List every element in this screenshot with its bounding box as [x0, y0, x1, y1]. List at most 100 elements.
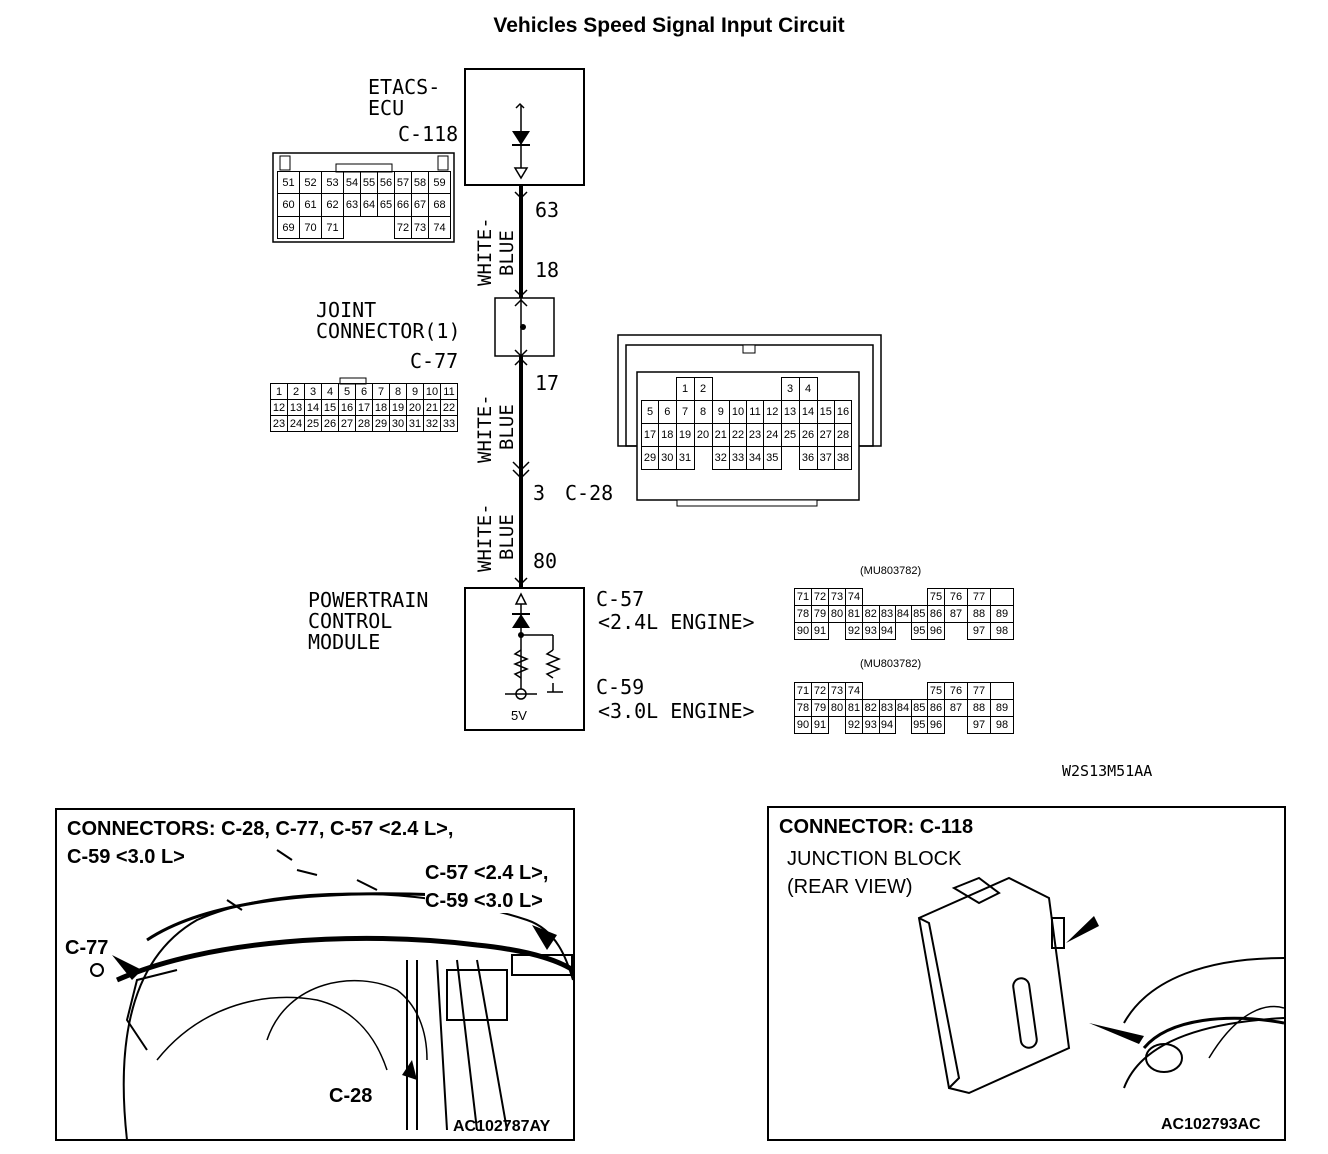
connector-pin: 35: [763, 445, 782, 470]
connector-pin: 93: [862, 716, 880, 734]
connector-pin: 52: [299, 171, 322, 194]
connector-pin: 12: [763, 399, 782, 424]
left-panel-c57-label: C-57 <2.4 L>,: [425, 862, 549, 885]
connector-pin: 74: [845, 682, 863, 700]
connector-blank-cell: [378, 217, 395, 239]
connector-blank-cell: [945, 717, 968, 734]
wire-color-2a: WHITE-: [474, 394, 496, 463]
connector-pin: 16: [338, 399, 356, 416]
connector-pin: 72: [811, 682, 829, 700]
connector-blank-cell: [694, 446, 712, 469]
connector-pin: 80: [828, 699, 846, 717]
connector-pin: 78: [794, 605, 812, 623]
connector-pin: 85: [910, 605, 928, 623]
connector-blank-cell: [659, 378, 677, 401]
connector-pin: 62: [321, 193, 344, 217]
connector-blank-cell: [895, 717, 911, 734]
wire-color-1a: WHITE-: [474, 217, 496, 286]
connector-pin: 18: [372, 399, 390, 416]
connector-pin: 94: [878, 622, 896, 640]
connector-pin: 29: [372, 415, 390, 432]
connector-blank-cell: [863, 683, 880, 700]
connector-pin: 1: [675, 377, 695, 401]
connector-pin: 97: [967, 622, 991, 640]
connector-pin: 73: [828, 682, 846, 700]
connector-pin: 90: [794, 716, 812, 734]
connector-pin: 87: [944, 699, 968, 717]
connector-pin: 24: [287, 415, 305, 432]
left-panel-c59-label: C-59 <3.0 L>: [425, 890, 543, 913]
right-panel-code: AC102793AC: [1161, 1116, 1261, 1133]
connector-pin: [990, 588, 1014, 606]
joint-label-1: JOINT: [316, 298, 377, 322]
connector-pin: 84: [894, 699, 912, 717]
connector-pin: 91: [811, 716, 829, 734]
etacs-connector-label: C-118: [398, 122, 459, 146]
c59-label: C-59: [596, 675, 645, 699]
connector-pin: 24: [763, 422, 782, 447]
connector-pin: 56: [377, 171, 395, 194]
connector-blank-cell: [879, 683, 895, 700]
connector-pin: 18: [658, 422, 677, 447]
left-panel-code: AC102787AY: [453, 1118, 551, 1135]
connector-pin: 84: [894, 605, 912, 623]
joint-connector-label: C-77: [410, 349, 459, 373]
connector-location-panel-right: CONNECTOR: C-118 JUNCTION BLOCK (REAR VI…: [767, 806, 1286, 1141]
connector-pin: 1: [270, 383, 288, 400]
left-panel-title-2: C-59 <3.0 L>: [67, 846, 185, 868]
connector-pin: 20: [406, 399, 424, 416]
connector-blank-cell: [730, 378, 747, 401]
connector-pin: 10: [729, 399, 747, 424]
connector-pin: 79: [811, 699, 829, 717]
connector-pin: 82: [862, 605, 880, 623]
connector-pin: 66: [394, 193, 412, 217]
connector-pin: 67: [411, 193, 429, 217]
pin-80: 80: [533, 549, 558, 573]
connector-pin: 78: [794, 699, 812, 717]
connector-pin: 3: [780, 377, 800, 401]
connector-pin: 86: [927, 605, 945, 623]
connector-pin: 80: [828, 605, 846, 623]
connector-pin: 14: [798, 399, 818, 424]
c59-engine: <3.0L ENGINE>: [598, 699, 755, 723]
connector-pin: 95: [910, 622, 928, 640]
connector-pin: 22: [729, 422, 747, 447]
connector-pin: 81: [845, 605, 863, 623]
connector-pin: 68: [428, 193, 451, 217]
connector-pin: 36: [798, 445, 818, 470]
right-panel-title: CONNECTOR: C-118: [779, 816, 974, 838]
connector-pin: 72: [394, 216, 412, 239]
connector-pin: 71: [794, 682, 812, 700]
connector-pin: 34: [746, 445, 764, 470]
pin-63: 63: [535, 198, 560, 222]
pcm-box: [464, 587, 585, 731]
connector-pin: 95: [910, 716, 928, 734]
connector-pin: 97: [967, 716, 991, 734]
pin-18: 18: [535, 258, 560, 282]
connector-pin: 64: [360, 193, 378, 217]
connector-pin: 13: [287, 399, 305, 416]
connector-pin: 11: [440, 383, 458, 400]
left-panel-c77-label: C-77: [65, 937, 109, 960]
connector-pin: 96: [927, 716, 945, 734]
connector-pin: 5: [338, 383, 356, 400]
connector-pin: 33: [440, 415, 458, 432]
connector-pin: 91: [811, 622, 829, 640]
connector-blank-cell: [344, 217, 361, 239]
connector-pin: 74: [428, 216, 451, 239]
pcm-voltage: 5V: [511, 708, 527, 723]
connector-pin: 71: [794, 588, 812, 606]
connector-pin: 33: [729, 445, 747, 470]
connector-pin: 6: [658, 399, 677, 424]
connector-pin: 28: [355, 415, 373, 432]
connector-pin: 54: [343, 171, 361, 194]
c57-part-number: (MU803782): [860, 565, 922, 577]
connector-pin: 77: [967, 588, 991, 606]
left-panel-title-1: CONNECTORS: C-28, C-77, C-57 <2.4 L>,: [67, 818, 454, 840]
connector-pin: 74: [845, 588, 863, 606]
connector-pin: 15: [321, 399, 339, 416]
joint-label-2: CONNECTOR(1): [316, 319, 461, 343]
